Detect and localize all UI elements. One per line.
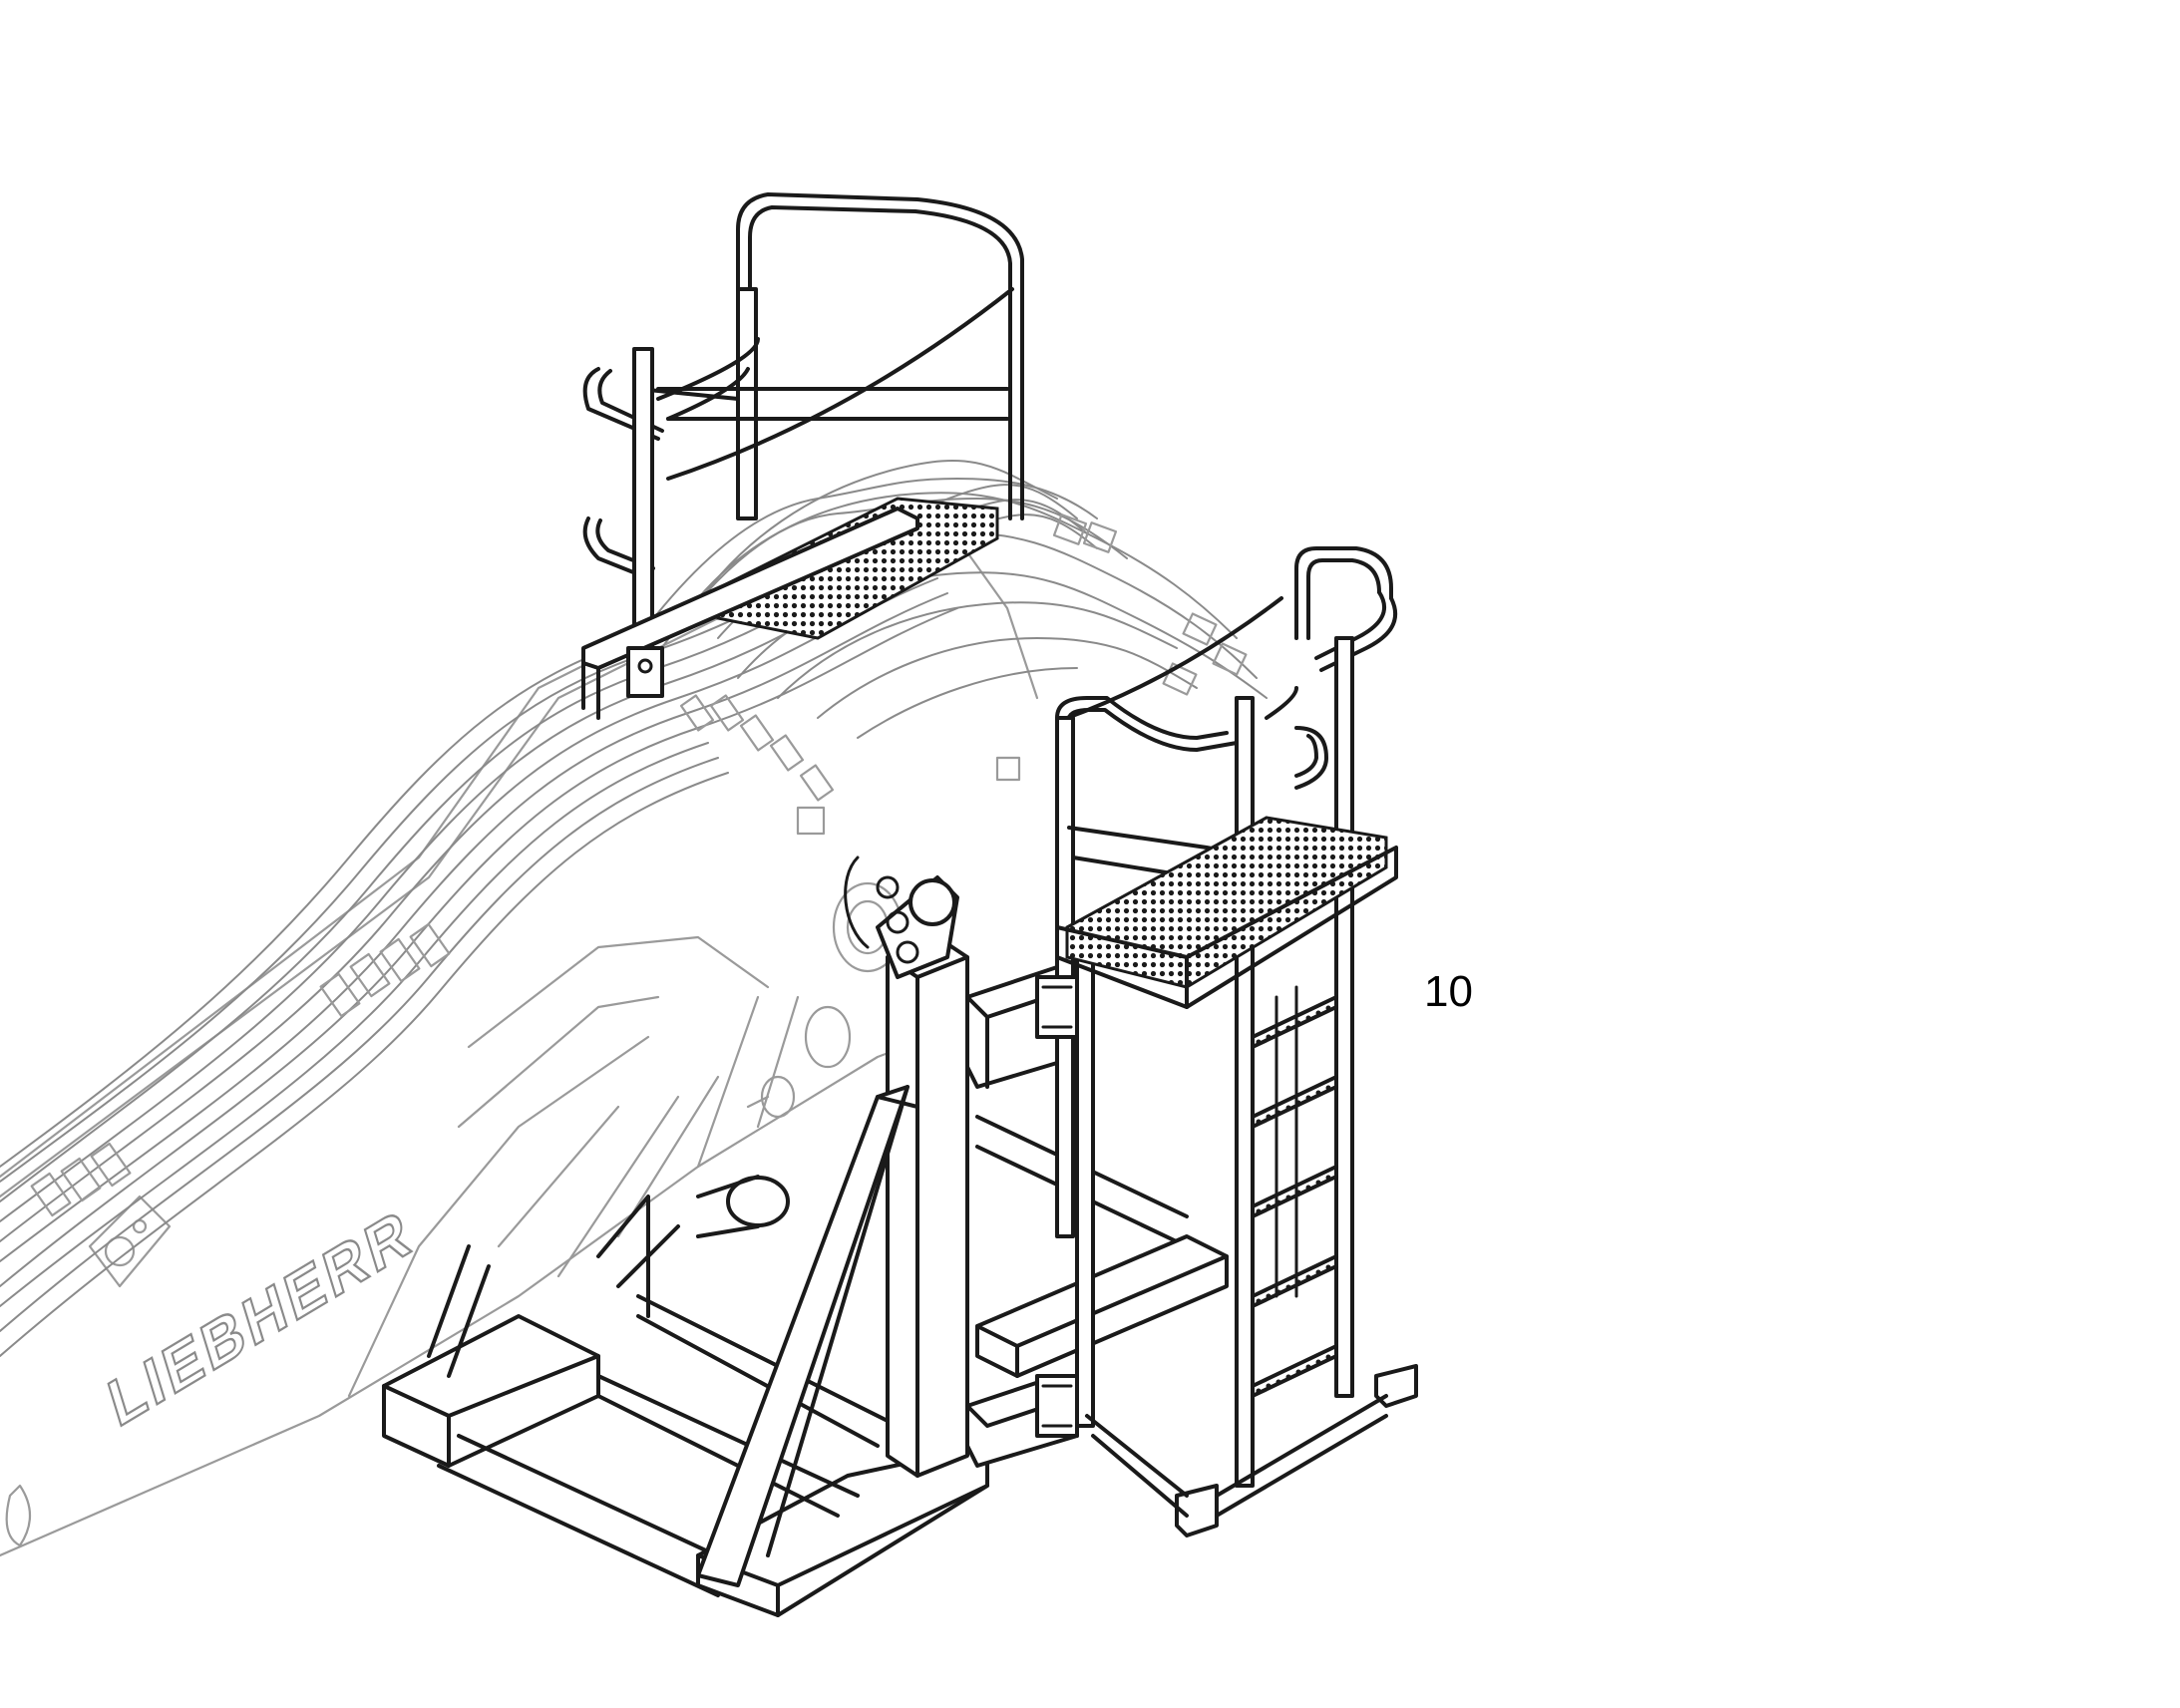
brand-lettering: LIEBHERR [101, 1195, 420, 1442]
callout-number: 10 [1424, 967, 1473, 1016]
hose-fittings [30, 513, 1248, 1217]
front-platform-tower [1035, 546, 1418, 1537]
rear-platform [581, 192, 1024, 720]
left-support-stand [382, 855, 1229, 1617]
ladder [1251, 995, 1338, 1398]
